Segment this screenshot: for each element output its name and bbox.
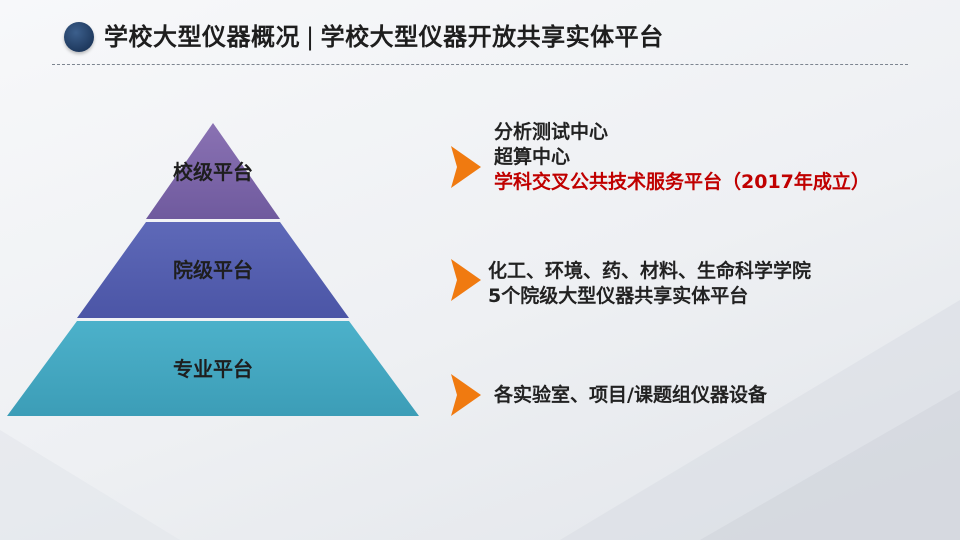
slide-title: 学校大型仪器开放共享实体平台 (320, 23, 664, 51)
description-middle-line-1: 化工、环境、药、材料、生命科学学院 (488, 260, 812, 282)
description-middle-line-2: 5个院级大型仪器共享实体平台 (488, 285, 749, 307)
arrow-middle-icon (451, 259, 481, 301)
pyramid-tier-middle (77, 222, 349, 318)
header-divider (52, 64, 908, 65)
pyramid-tier-base (7, 321, 419, 416)
section-title: 学校大型仪器概况 (104, 23, 300, 51)
description-top: 分析测试中心 超算中心 学科交叉公共技术服务平台（2017年成立） (494, 120, 870, 195)
arrow-top-icon (451, 146, 481, 188)
title-separator: | (306, 23, 315, 51)
pyramid-tier-top (146, 123, 280, 219)
arrow-base-icon (451, 374, 481, 416)
page-title: 学校大型仪器概况|学校大型仪器开放共享实体平台 (104, 20, 664, 54)
tier-label-base: 专业平台 (173, 357, 253, 381)
description-top-line-2: 超算中心 (494, 146, 571, 168)
description-base: 各实验室、项目/课题组仪器设备 (494, 383, 767, 408)
header-bullet-icon (64, 22, 94, 52)
description-base-line-1: 各实验室、项目/课题组仪器设备 (494, 384, 767, 406)
tier-label-middle: 院级平台 (173, 258, 253, 282)
tier-label-top: 校级平台 (173, 160, 253, 184)
description-top-line-3: 学科交叉公共技术服务平台（2017年成立） (494, 171, 870, 193)
description-top-line-1: 分析测试中心 (494, 121, 609, 143)
description-middle: 化工、环境、药、材料、生命科学学院 5个院级大型仪器共享实体平台 (488, 259, 811, 309)
